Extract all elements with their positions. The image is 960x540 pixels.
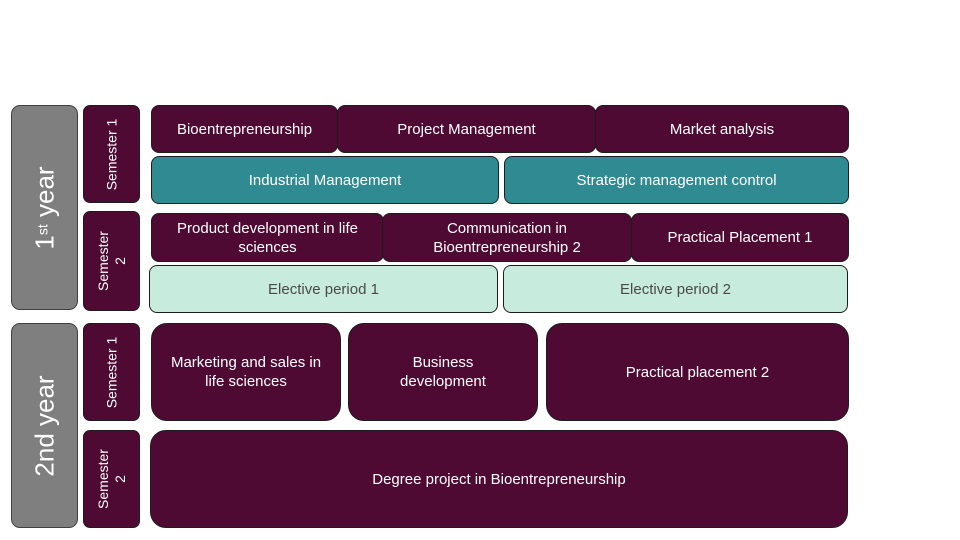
course-degree-project: Degree project in Bioentrepreneurship <box>150 430 848 528</box>
course-label: Degree project in Bioentrepreneurship <box>372 470 626 488</box>
course-bioentrepreneurship: Bioentrepreneurship <box>151 105 338 153</box>
year-ordinal-suffix: st <box>34 223 51 235</box>
course-project-management: Project Management <box>337 105 596 153</box>
semester-label-y2s2: Semester 2 <box>83 430 140 528</box>
course-elective-period-2: Elective period 2 <box>503 265 848 313</box>
course-elective-period-1: Elective period 1 <box>149 265 498 313</box>
course-label: Communication in Bioentrepreneurship 2 <box>433 219 581 256</box>
course-industrial-management: Industrial Management <box>151 156 499 204</box>
course-label: Industrial Management <box>248 171 402 189</box>
course-label: Strategic management control <box>576 171 777 189</box>
year-label-second: 2nd year <box>11 323 78 528</box>
course-marketing-sales: Marketing and sales in life sciences <box>151 323 341 421</box>
course-label: Elective period 1 <box>268 280 379 298</box>
year-number: 1 <box>29 234 60 250</box>
course-label: Elective period 2 <box>620 280 731 298</box>
course-label: Business development <box>400 354 486 390</box>
course-label: Practical Placement 1 <box>667 229 813 246</box>
course-practical-placement-2: Practical placement 2 <box>546 323 849 421</box>
course-market-analysis: Market analysis <box>595 105 849 153</box>
course-label: Marketing and sales in life sciences <box>170 354 322 390</box>
course-business-development: Business development <box>348 323 538 421</box>
semester-label-y1s1: Semester 1 <box>83 105 140 203</box>
course-product-development: Product development in life sciences <box>151 213 384 262</box>
course-label: Market analysis <box>669 120 775 138</box>
semester-label-text: Semester 2 <box>94 449 128 509</box>
semester-label-text: Semester 2 <box>94 231 128 291</box>
semester-label-text: Semester 1 <box>103 336 119 408</box>
semester-label-text: Semester 1 <box>103 118 119 190</box>
year-label-first: 1st year <box>11 105 78 310</box>
course-strategic-management-control: Strategic management control <box>504 156 849 204</box>
year-label-first-text: 1st year <box>30 166 60 249</box>
semester-label-y2s1: Semester 1 <box>83 323 140 421</box>
course-communication: Communication in Bioentrepreneurship 2 <box>382 213 632 262</box>
course-label: Project Management <box>397 120 536 138</box>
course-label: Bioentrepreneurship <box>176 120 313 138</box>
year-label-second-text: 2nd year <box>29 374 60 477</box>
course-practical-placement-1: Practical Placement 1 <box>631 213 849 262</box>
course-label: Practical placement 2 <box>625 363 770 381</box>
course-label: Product development in life sciences <box>177 219 358 256</box>
semester-label-y1s2: Semester 2 <box>83 211 140 311</box>
year-word: year <box>29 165 60 224</box>
